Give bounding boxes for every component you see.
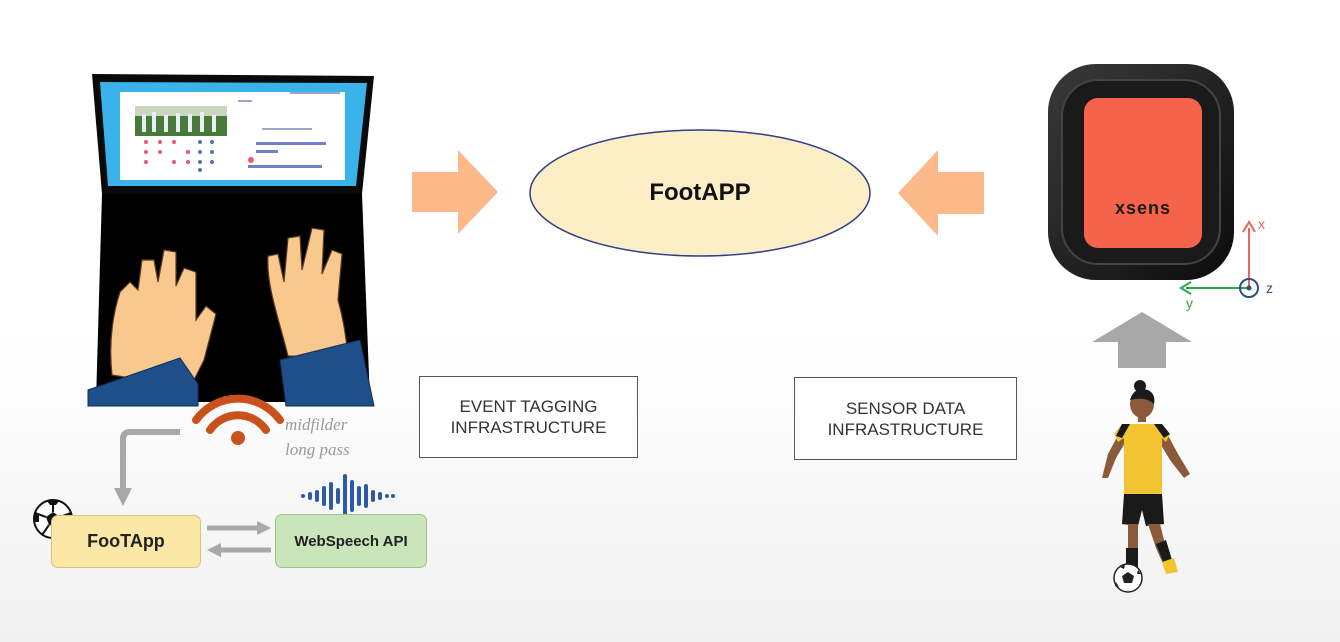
footapp-center-oval (529, 129, 871, 257)
axes-diagram (1179, 220, 1259, 298)
axis-x-label: x (1258, 216, 1265, 232)
right-flow-arrow (898, 150, 984, 236)
axis-y-label: y (1186, 295, 1193, 311)
player-to-sensor-arrow (1092, 312, 1192, 368)
soccer-player-illustration (1102, 380, 1190, 593)
bidirectional-arrows (207, 521, 271, 557)
event-tagging-label: EVENT TAGGING INFRASTRUCTURE (450, 397, 607, 437)
voice-to-app-arrow (114, 429, 180, 506)
soundwave-icon (301, 474, 395, 518)
sensor-data-label-box: SENSOR DATA INFRASTRUCTURE (794, 377, 1017, 460)
axis-z-label: z (1266, 280, 1273, 296)
footapp-node: FooTApp (51, 515, 201, 568)
laptop-illustration (87, 74, 375, 407)
center-title: FootAPP (649, 179, 751, 206)
voice-command-text: midfilder long pass (285, 415, 350, 459)
xsens-sensor-device (1048, 64, 1234, 280)
webspeech-api-node: WebSpeech API (275, 514, 427, 568)
wifi-signal-icon (192, 394, 284, 445)
left-flow-arrow (412, 150, 498, 234)
sensor-data-label: SENSOR DATA INFRASTRUCTURE (827, 398, 984, 439)
sensor-brand-label: xsens (1114, 198, 1172, 218)
right-hand (267, 227, 349, 359)
left-hand (110, 249, 217, 389)
event-tagging-label-box: EVENT TAGGING INFRASTRUCTURE (419, 376, 638, 458)
